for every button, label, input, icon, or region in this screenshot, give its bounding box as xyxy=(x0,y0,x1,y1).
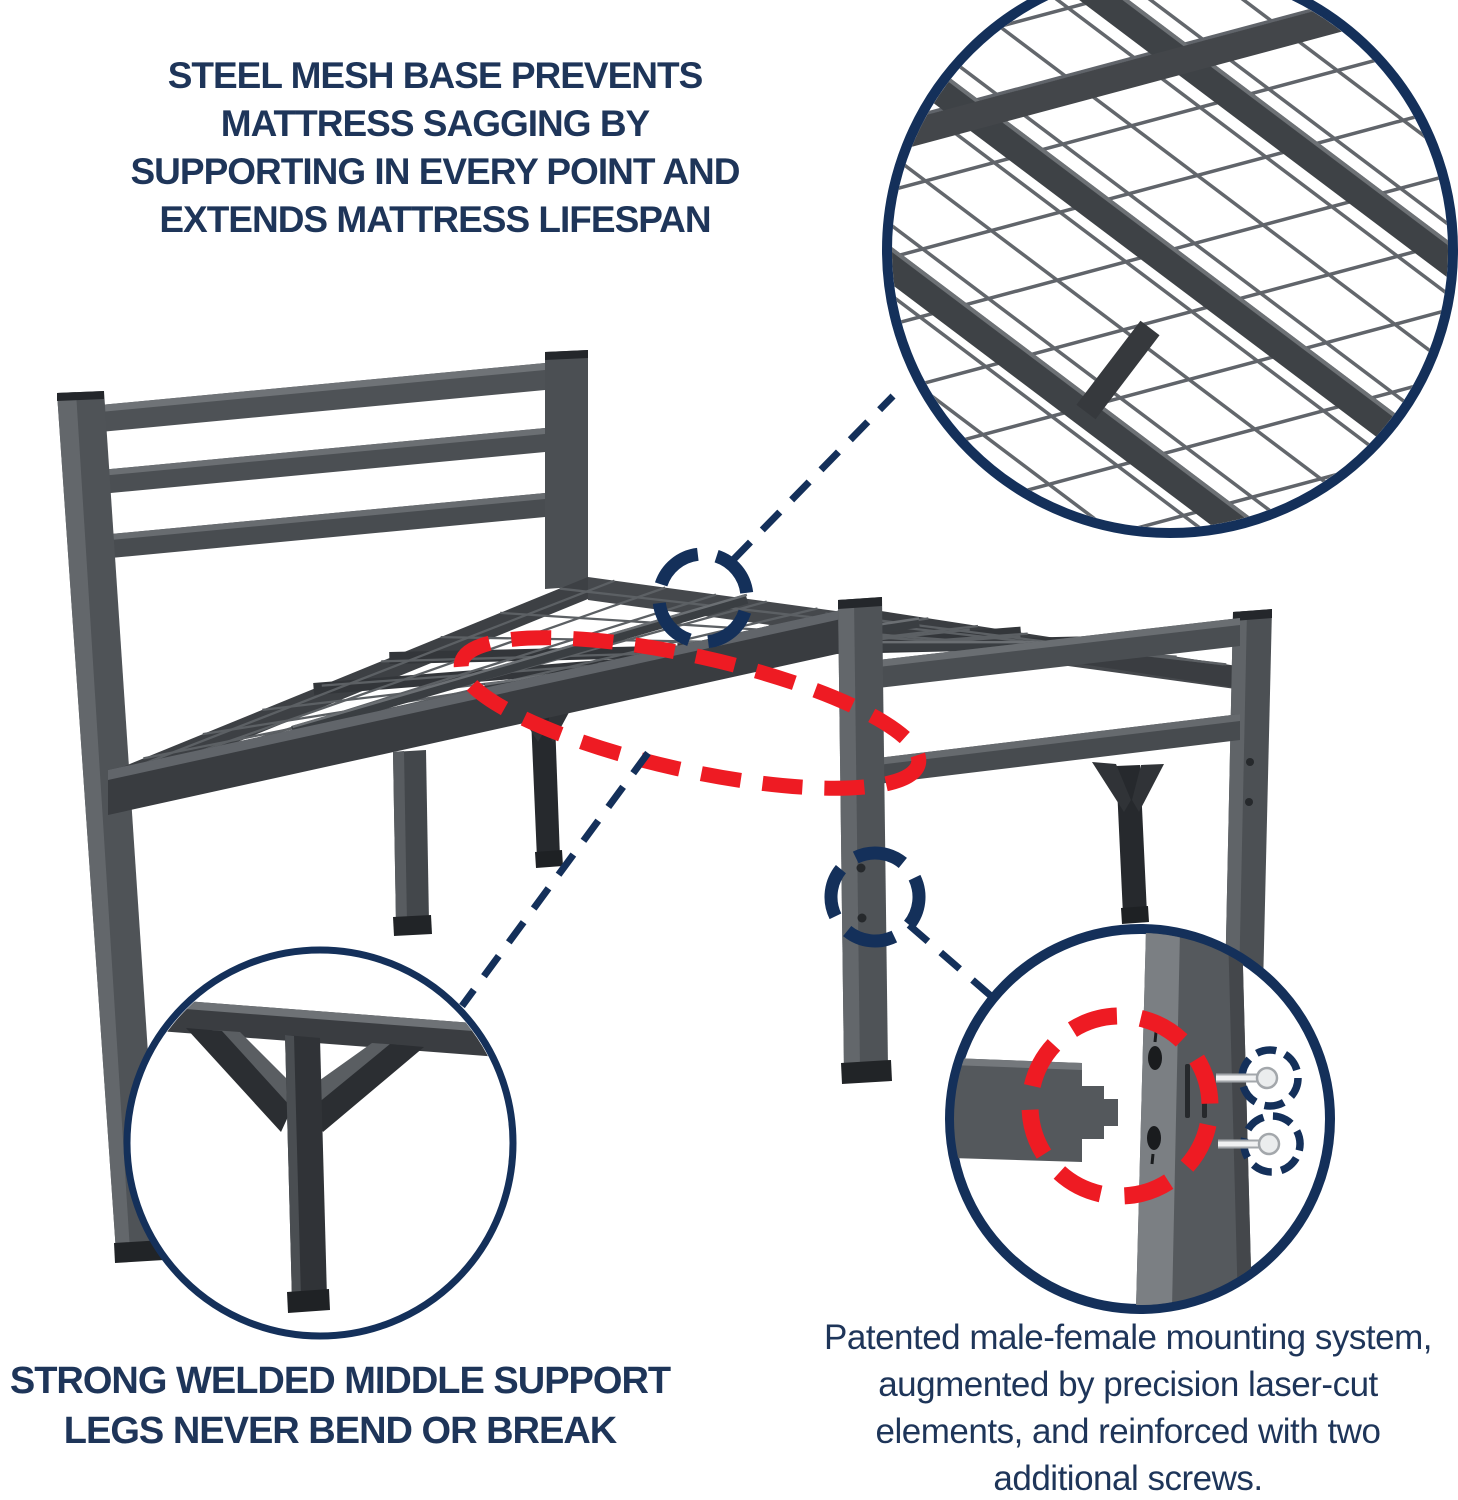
connector-line-mesh xyxy=(730,393,896,563)
connector-line-corner xyxy=(906,922,994,999)
weld-leg-detail-callout xyxy=(123,946,517,1340)
note-line: augmented by precision laser-cut xyxy=(878,1365,1378,1404)
headboard xyxy=(57,350,588,1263)
note-line: LEGS NEVER BEND OR BREAK xyxy=(63,1410,617,1452)
middle-support-leg xyxy=(1092,762,1164,924)
note-line: EXTENDS MATTRESS LIFESPAN xyxy=(159,199,711,240)
leg-foot xyxy=(114,1240,164,1263)
connector-line-support xyxy=(459,750,651,1009)
marker-circle-corner xyxy=(824,846,926,948)
connector-lines xyxy=(459,393,994,1009)
note-line: STEEL MESH BASE PREVENTS xyxy=(167,55,704,96)
welded-legs-note: STRONG WELDED MIDDLE SUPPORT LEGS NEVER … xyxy=(8,1356,672,1456)
front-middle-leg xyxy=(393,750,432,936)
highlight-ellipse-red xyxy=(453,630,927,796)
note-line: SUPPORTING IN EVERY POINT AND xyxy=(130,151,741,192)
note-line: elements, and reinforced with two xyxy=(875,1412,1381,1451)
marker-circle-mesh xyxy=(652,547,754,649)
mesh-detail-callout xyxy=(882,0,1458,538)
mounting-detail-callout xyxy=(945,924,1335,1314)
note-line: additional screws. xyxy=(993,1459,1263,1498)
mounting-system-note: Patented male-female mounting system, au… xyxy=(792,1314,1458,1500)
highlight-circle-red xyxy=(1021,1007,1219,1205)
note-line: Patented male-female mounting system, xyxy=(824,1318,1432,1357)
steel-mesh-note: STEEL MESH BASE PREVENTS MATTRESS SAGGIN… xyxy=(40,52,830,244)
screw-icon xyxy=(1216,1046,1302,1110)
note-line: MATTRESS SAGGING BY xyxy=(220,103,650,144)
screw-icon xyxy=(1218,1112,1304,1176)
note-line: STRONG WELDED MIDDLE SUPPORT xyxy=(9,1360,671,1402)
